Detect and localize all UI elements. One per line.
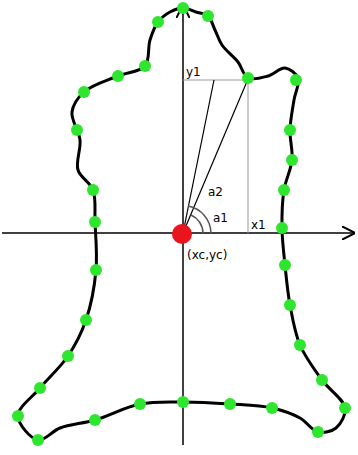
sample-point: [294, 339, 306, 351]
sample-point: [139, 60, 151, 72]
sample-point: [312, 426, 324, 438]
sample-point: [89, 414, 101, 426]
sample-point: [32, 434, 44, 446]
sample-point: [278, 184, 290, 196]
sample-point: [12, 410, 24, 422]
sample-point: [71, 124, 83, 136]
sample-point: [202, 10, 214, 22]
angle-label: a2: [208, 186, 223, 198]
projection-lines: [183, 80, 248, 233]
sample-point: [89, 216, 101, 228]
sample-point: [286, 154, 298, 166]
angle-arc: [188, 206, 211, 233]
sample-point: [80, 314, 92, 326]
sample-point: [279, 259, 291, 271]
sample-point: [316, 374, 328, 386]
point-label: (xc,yc): [187, 249, 227, 261]
sample-point: [266, 402, 278, 414]
sample-point: [90, 264, 102, 276]
radius-line: [183, 79, 248, 233]
radius-line: [183, 80, 214, 233]
sample-point: [290, 74, 302, 86]
sample-point: [34, 382, 46, 394]
sample-point: [152, 16, 164, 28]
sample-point: [78, 86, 90, 98]
angle-label: a1: [213, 212, 228, 224]
sample-point: [134, 398, 146, 410]
center-point: [172, 224, 192, 244]
sample-point: [62, 350, 74, 362]
angle-arc: [191, 215, 203, 233]
axis-label: x1: [251, 219, 266, 231]
sample-point: [284, 299, 296, 311]
axis-label: y1: [186, 66, 201, 78]
sample-point: [276, 222, 288, 234]
sample-point: [112, 70, 124, 82]
sample-point: [242, 72, 254, 84]
sample-point: [177, 2, 189, 14]
sample-point: [87, 184, 99, 196]
sample-point: [224, 398, 236, 410]
sample-point: [339, 402, 351, 414]
hide-outline: [18, 8, 345, 440]
sample-point: [284, 124, 296, 136]
sample-point: [177, 396, 189, 408]
